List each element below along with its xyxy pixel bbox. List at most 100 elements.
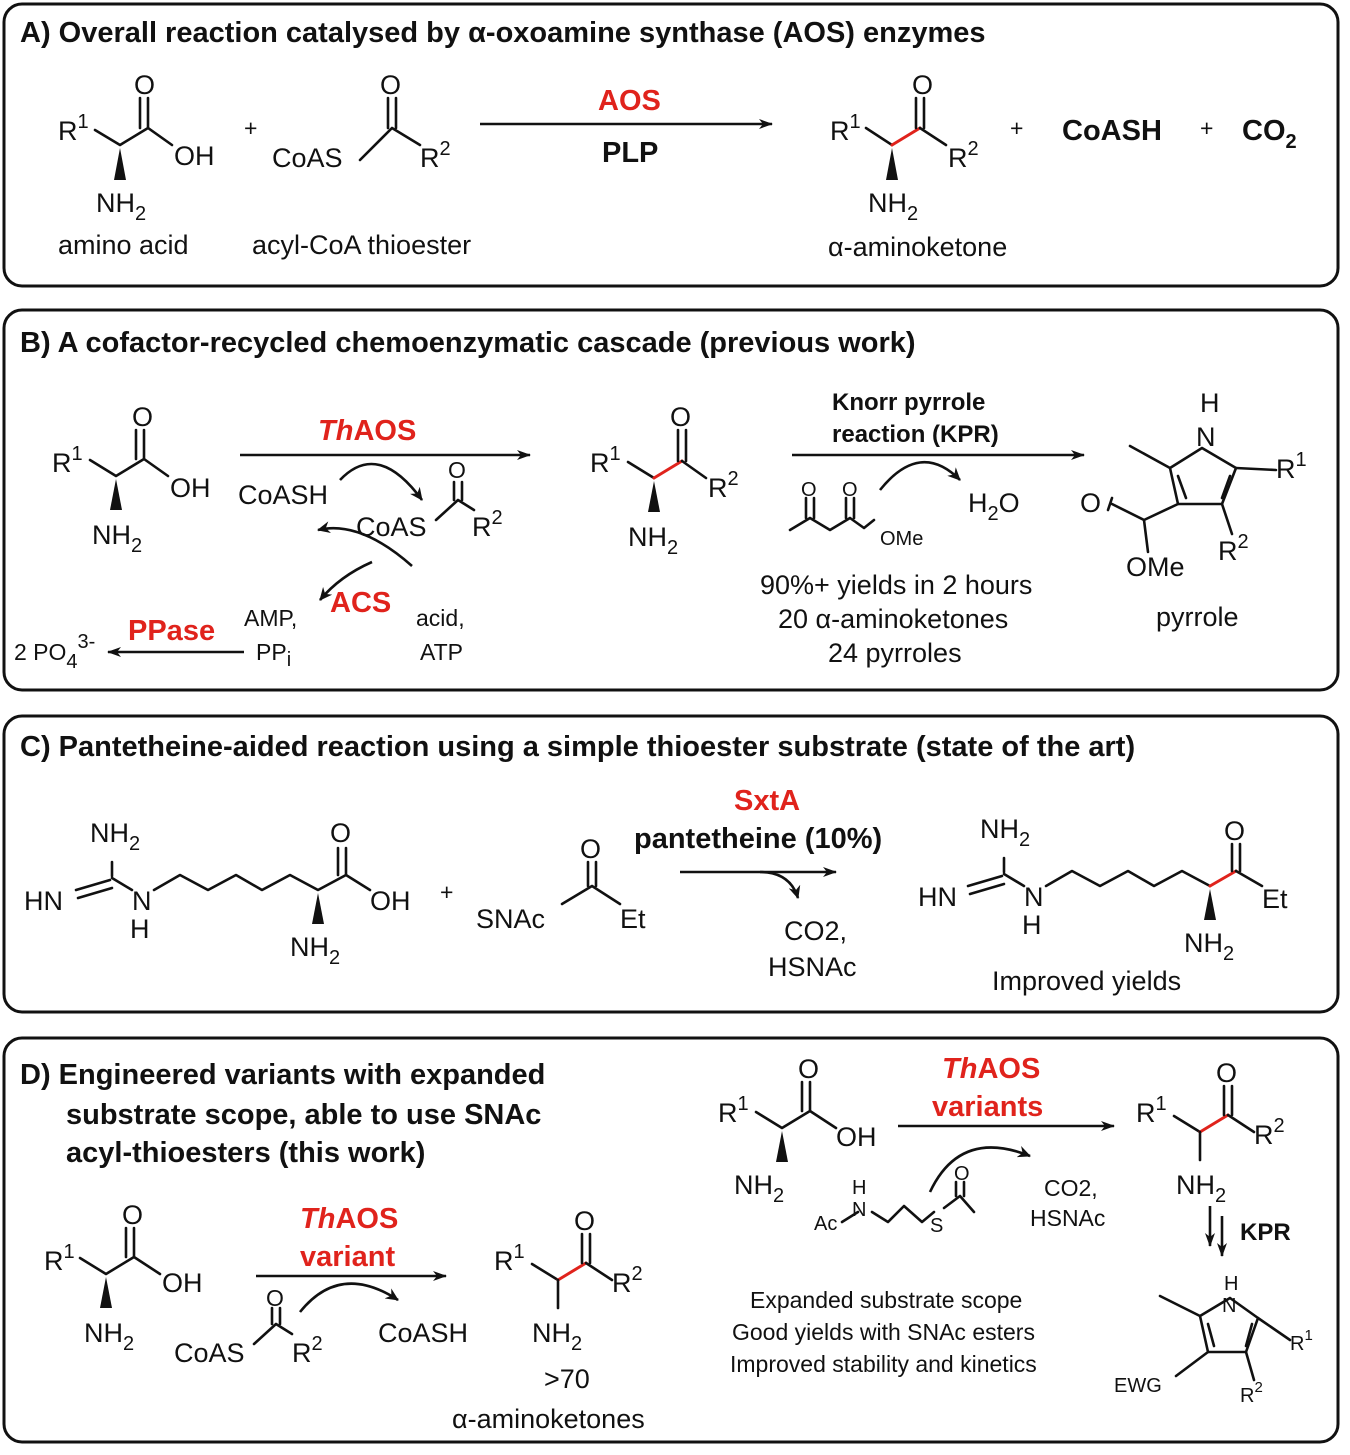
aminoketones-count-label: α-aminoketones [452, 1404, 645, 1434]
svg-text:OH: OH [836, 1122, 877, 1152]
svg-text:O: O [801, 479, 817, 501]
svg-text:O: O [380, 70, 401, 100]
svg-text:NH2: NH2 [868, 188, 918, 225]
svg-text:CoAS: CoAS [272, 143, 343, 173]
methyl-acetoacetate-structure: O O OMe [788, 479, 923, 550]
svg-text:R1: R1 [44, 1241, 75, 1276]
plp-cofactor-label: PLP [602, 137, 658, 169]
hsnac-label-d: HSNAc [1030, 1205, 1105, 1231]
svg-text:H: H [130, 914, 150, 944]
svg-text:R1: R1 [52, 443, 83, 478]
svg-text:O: O [266, 1285, 284, 1311]
svg-text:+: + [1200, 115, 1213, 141]
panel-d-title-line2: substrate scope, able to use SNAc [66, 1099, 541, 1131]
svg-text:N: N [852, 1199, 866, 1221]
amino-acid-structure-d1: O OH R1 NH2 [44, 1200, 203, 1355]
svg-text:O: O [912, 70, 933, 100]
snac-thioester-structure: O SNAc Et [476, 834, 646, 934]
co2-byproduct: CO2 [1242, 115, 1297, 153]
svg-text:R1: R1 [58, 111, 89, 146]
svg-text:CoAS: CoAS [356, 512, 427, 542]
panel-d-title-line3: acyl-thioesters (this work) [66, 1137, 425, 1169]
svg-text:OH: OH [370, 886, 411, 916]
svg-text:NH2: NH2 [628, 522, 678, 559]
hsnac-label-c: HSNAc [768, 952, 857, 982]
svg-text:R1: R1 [1276, 449, 1307, 484]
svg-text:+: + [440, 879, 453, 905]
svg-text:R1: R1 [1290, 1327, 1313, 1355]
svg-text:NH2: NH2 [84, 1318, 134, 1355]
coash-label: CoASH [238, 480, 328, 510]
kpr-double-arrow [1205, 1206, 1227, 1257]
svg-text:O: O [954, 1163, 970, 1185]
svg-text:OH: OH [170, 473, 211, 503]
pantetheine-label: pantetheine (10%) [634, 823, 882, 855]
svg-text:R2: R2 [1240, 1379, 1263, 1407]
amino-acid-structure-d2: O OH R1 NH2 [718, 1054, 877, 1207]
svg-text:NH2: NH2 [532, 1318, 582, 1355]
svg-text:O: O [580, 834, 601, 864]
svg-text:N: N [1222, 1295, 1236, 1317]
co2-label-d: CO2, [1044, 1175, 1098, 1201]
svg-text:H: H [1022, 910, 1042, 940]
svg-text:R2: R2 [472, 507, 503, 542]
svg-text:R1: R1 [1136, 1093, 1167, 1128]
panel-a-frame [2, 2, 1340, 288]
feature-1: Expanded substrate scope [750, 1287, 1022, 1313]
svg-text:NH2: NH2 [290, 932, 340, 969]
svg-text:SNAc: SNAc [476, 904, 545, 934]
svg-text:NH2: NH2 [92, 520, 142, 557]
acs-cycle-arrow [317, 521, 413, 567]
svg-text:Ac: Ac [814, 1213, 837, 1235]
stat-pyrroles: 24 pyrroles [828, 638, 962, 668]
panel-d-frame [2, 1036, 1340, 1444]
acyl-coa-label: acyl-CoA thioester [252, 230, 471, 260]
svg-text:NH2: NH2 [1184, 928, 1234, 965]
svg-text:NH2: NH2 [980, 814, 1030, 851]
svg-text:R2: R2 [948, 138, 979, 173]
acyl-coa-structure: O CoAS R2 [272, 70, 451, 173]
arginine-aminoketone-structure: NH2 HN N H O Et NH2 [918, 814, 1288, 965]
svg-text:R2: R2 [420, 138, 451, 173]
pyrrole-structure-d: H N R1 R2 EWG [1114, 1273, 1313, 1407]
thaos-variant-label-1: ThAOS [300, 1203, 398, 1235]
svg-text:NH2: NH2 [1176, 1170, 1226, 1207]
svg-text:OH: OH [162, 1268, 203, 1298]
acs-return-arrow [319, 560, 373, 601]
water-label: H2O [968, 488, 1020, 525]
coash-byproduct: CoASH [1062, 115, 1162, 147]
svg-text:NH2: NH2 [734, 1170, 784, 1207]
svg-text:R1: R1 [718, 1093, 749, 1128]
svg-text:+: + [244, 115, 257, 141]
panel-c-title: C) Pantetheine-aided reaction using a si… [20, 731, 1135, 763]
svg-text:HN: HN [24, 886, 63, 916]
byproduct-arrow-d [928, 1145, 1031, 1193]
acs-enzyme-label: ACS [330, 587, 391, 619]
svg-text:O: O [1080, 488, 1101, 518]
kpr-label-d: KPR [1240, 1219, 1291, 1246]
panel-b-title: B) A cofactor-recycled chemoenzymatic ca… [20, 327, 916, 359]
svg-text:R1: R1 [830, 111, 861, 146]
arginine-structure: NH2 HN N H O OH NH2 [24, 818, 411, 969]
aminoketone-structure-d1: O R1 R2 NH2 [494, 1206, 643, 1355]
svg-text:N: N [1024, 882, 1044, 912]
svg-text:O: O [448, 457, 466, 483]
svg-text:Et: Et [1262, 884, 1288, 914]
svg-text:PPi: PPi [256, 639, 291, 671]
svg-text:O: O [132, 402, 153, 432]
aminoketone-structure-b: O R1 R2 NH2 [590, 402, 739, 559]
improved-yields-label: Improved yields [992, 966, 1181, 996]
phosphate-label: 2 PO43- [14, 631, 95, 673]
svg-text:NH2: NH2 [96, 188, 146, 225]
panel-d-title-line1: D) Engineered variants with expanded [20, 1059, 545, 1091]
svg-text:N: N [132, 886, 152, 916]
svg-text:O: O [798, 1054, 819, 1084]
svg-text:ATP: ATP [420, 639, 463, 665]
svg-text:O: O [574, 1206, 595, 1236]
svg-text:O: O [842, 479, 858, 501]
svg-text:AMP,: AMP, [244, 605, 297, 631]
pyrrole-label: pyrrole [1156, 602, 1239, 632]
amino-acid-structure-a: O OH R1 NH2 [58, 70, 215, 225]
svg-text:HN: HN [918, 882, 957, 912]
snac-reagent-structure: Ac N H S O [814, 1163, 976, 1237]
